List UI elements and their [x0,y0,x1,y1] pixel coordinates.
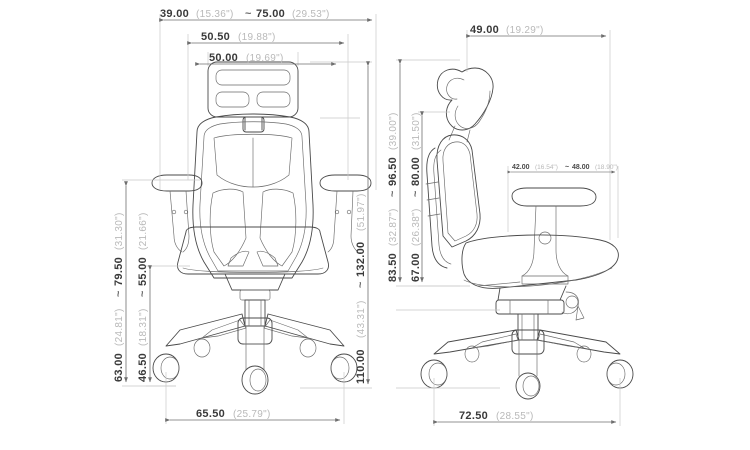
front-gas-cylinder [224,273,286,327]
dim-text-min: 67.00 [410,253,422,282]
dim-text-min-inch: (26.38") [411,208,422,246]
dim-side-seat-depth-range: 42.00 (16.54") ~ 48.00 (18.90") [512,164,618,171]
front-seat [177,226,329,275]
dim-text-min-inch: (18.31") [138,308,149,346]
dim-text-value-inch: (28.55") [496,411,534,422]
side-gas-cylinder [517,313,539,341]
dimension-lines [124,18,617,424]
dim-text-max-inch: (51.97") [356,193,367,231]
dim-text-min: 110.00 [355,349,367,384]
dim-text-value: 65.50 [196,408,225,420]
dim-front-overall-height: 110.00 (43.31") ~ 132.00 (51.97") [355,193,367,384]
dim-side-backrest-height: 83.50 (32.87") ~ 96.50 (39.00") [387,112,399,282]
dim-text-max: 132.00 [355,242,367,277]
side-backrest [425,134,481,269]
side-chair-base [420,329,634,400]
extension-lines [122,14,621,426]
dim-front-overall-width: 39.00 (15.36") ~ 75.00 (29.53") [160,8,330,20]
front-view-chair [151,61,372,395]
dim-text-min-inch: (43.31") [356,300,367,338]
dim-text-value: 50.50 [201,31,230,43]
dim-side-backrest-height-inner: 67.00 (26.38") ~ 80.00 (31.50") [410,112,422,282]
dim-front-headrest-width: 50.00 (19.69") [209,52,284,64]
dim-text-separator: ~ [355,281,367,288]
front-armrests [151,174,372,253]
side-seat [461,234,619,289]
side-headrest [436,67,494,143]
dim-text-value: 72.50 [459,410,488,422]
dim-text-max: 75.00 [256,8,285,20]
dim-text-value-inch: (25.79") [233,409,271,420]
dim-front-base-width: 65.50 (25.79") [196,408,271,420]
dim-side-base-depth: 72.50 (28.55") [459,410,534,422]
dim-text-max-inch: (21.66") [138,212,149,250]
dim-text-max-inch: (29.53") [292,9,330,20]
dim-text-separator: ~ [565,164,569,171]
dim-text-separator: ~ [113,290,125,297]
dim-text-min: 83.50 [387,253,399,282]
dim-text-separator: ~ [387,190,399,197]
dim-text-min-inch: (32.87") [388,208,399,246]
front-backrest [192,113,314,279]
dim-text-min-inch: (16.54") [535,164,558,171]
dim-text-max-inch: (39.00") [388,112,399,150]
side-mechanism [495,285,585,321]
dim-text-value-inch: (19.69") [246,53,284,64]
dim-text-max: 80.00 [410,157,422,186]
dim-text-max-inch: (31.50") [411,112,422,150]
dim-text-min: 42.00 [512,164,530,171]
front-headrest [207,61,299,133]
dim-text-value: 49.00 [470,24,499,36]
dim-text-separator: ~ [410,190,422,197]
dim-front-armrest-height: 46.50 (18.31") ~ 55.00 (21.66") [137,212,149,382]
dim-text-min-inch: (24.81") [114,308,125,346]
dim-text-min: 46.50 [137,353,149,382]
dim-text-separator: ~ [137,290,149,297]
dim-text-value-inch: (19.88") [238,32,276,43]
side-armrest [511,187,597,285]
dim-text-max-inch: (31.30") [114,212,125,250]
dim-text-min-inch: (15.36") [196,9,234,20]
dim-text-max: 55.00 [137,257,149,286]
dim-text-separator: ~ [245,8,252,20]
dim-text-max-inch: (18.90") [595,164,618,171]
dim-side-seat-depth-top: 49.00 (19.29") [470,24,544,36]
dim-text-max: 79.50 [113,257,125,286]
dim-text-max: 48.00 [572,164,590,171]
dim-text-value-inch: (19.29") [506,25,544,36]
dim-text-value: 50.00 [209,52,238,64]
dim-text-min: 39.00 [160,8,189,20]
dim-text-min: 63.00 [113,353,125,382]
dim-front-backrest-width: 50.50 (19.88") [201,31,276,43]
dim-front-seat-height: 63.00 (24.81") ~ 79.50 (31.30") [113,212,125,382]
side-view-chair [420,67,634,400]
dim-text-max: 96.50 [387,157,399,186]
